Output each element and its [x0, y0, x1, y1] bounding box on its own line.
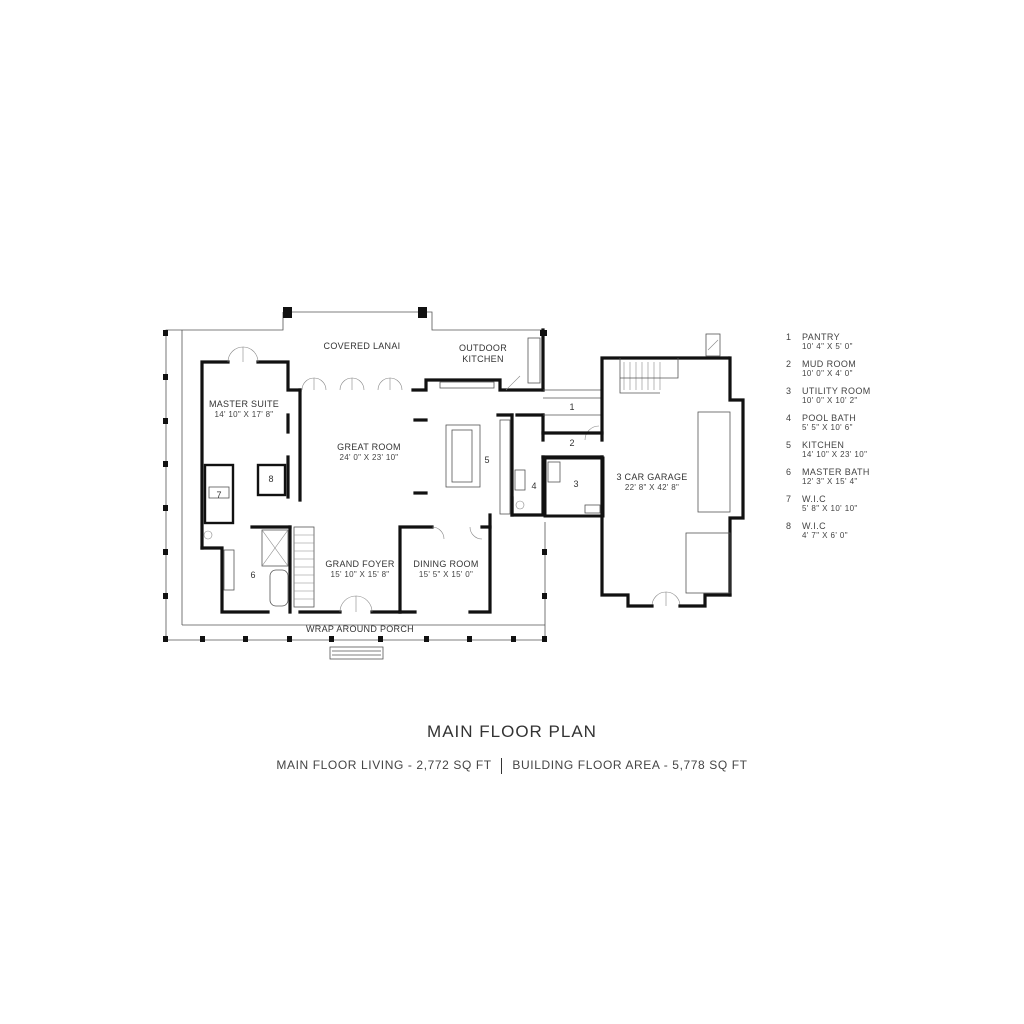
- legend-room-dim: 5' 8" X 10' 10": [802, 504, 858, 513]
- legend-room-dim: 5' 5" X 10' 6": [802, 423, 853, 432]
- living-label: MAIN FLOOR LIVING -: [276, 758, 413, 773]
- bath-fixtures: [203, 469, 526, 607]
- room-legend: 1 PANTRY 10' 4" X 5' 0" 2 MUD ROOM 10' 0…: [786, 332, 896, 548]
- legend-item: 1 PANTRY 10' 4" X 5' 0": [786, 332, 896, 359]
- label-covered-lanai: COVERED LANAI: [324, 341, 401, 351]
- porch-outline: [165, 311, 546, 660]
- legend-item: 4 POOL BATH 5' 5" X 10' 6": [786, 413, 896, 440]
- legend-number: 4: [786, 413, 792, 423]
- plan-number-3: 3: [573, 479, 578, 489]
- dim-grand-foyer: 15' 10" X 15' 8": [331, 570, 390, 579]
- legend-room-name: POOL BATH: [802, 413, 857, 423]
- legend-item: 7 W.I.C 5' 8" X 10' 10": [786, 494, 896, 521]
- legend-item: 5 KITCHEN 14' 10" X 23' 10": [786, 440, 896, 467]
- house-walls: [200, 328, 604, 614]
- dim-great-room: 24' 0" X 23' 10": [340, 453, 399, 462]
- legend-room-name: MUD ROOM: [802, 359, 857, 369]
- legend-room-dim: 4' 7" X 6' 0": [802, 531, 848, 540]
- legend-room-dim: 12' 3" X 15' 4": [802, 477, 858, 486]
- dim-dining-room: 15' 5" X 15' 0": [419, 570, 473, 579]
- legend-room-dim: 14' 10" X 23' 10": [802, 450, 868, 459]
- legend-room-name: PANTRY: [802, 332, 841, 342]
- dim-garage: 22' 8" X 42' 8": [625, 483, 679, 492]
- label-outdoor-kitchen-2: KITCHEN: [462, 354, 504, 364]
- living-unit: SQ FT: [453, 758, 492, 773]
- label-dining-room: DINING ROOM: [413, 559, 478, 569]
- plan-number-1: 1: [569, 402, 574, 412]
- label-garage: 3 CAR GARAGE: [616, 472, 687, 482]
- label-wrap-porch: WRAP AROUND PORCH: [306, 624, 414, 634]
- legend-item: 6 MASTER BATH 12' 3" X 15' 4": [786, 467, 896, 494]
- label-great-room: GREAT ROOM: [337, 442, 401, 452]
- legend-room-name: W.I.C: [802, 521, 826, 531]
- legend-room-dim: 10' 0" X 4' 0": [802, 369, 853, 378]
- living-value: 2,772: [416, 758, 450, 773]
- plan-number-6: 6: [250, 570, 255, 580]
- legend-number: 8: [786, 521, 792, 531]
- legend-number: 1: [786, 332, 792, 342]
- plan-number-2: 2: [569, 438, 574, 448]
- legend-number: 7: [786, 494, 792, 504]
- doors: [227, 346, 681, 613]
- label-grand-foyer: GRAND FOYER: [325, 559, 395, 569]
- stairs: [293, 526, 315, 608]
- plan-number-4: 4: [531, 481, 536, 491]
- plan-number-7: 7: [216, 490, 221, 500]
- plan-title: MAIN FLOOR PLAN: [427, 722, 597, 741]
- room-labels: COVERED LANAI OUTDOOR KITCHEN MASTER SUI…: [209, 341, 687, 634]
- label-master-suite: MASTER SUITE: [209, 399, 279, 409]
- garage-walls: [600, 333, 745, 608]
- label-outdoor-kitchen-1: OUTDOOR: [459, 343, 507, 353]
- plan-number-8: 8: [268, 474, 273, 484]
- legend-number: 2: [786, 359, 792, 369]
- legend-number: 5: [786, 440, 792, 450]
- area-value: 5,778: [672, 758, 706, 773]
- legend-item: 3 UTILITY ROOM 10' 0" X 10' 2": [786, 386, 896, 413]
- area-label: BUILDING FLOOR AREA -: [512, 758, 669, 773]
- legend-number: 6: [786, 467, 792, 477]
- area-unit: SQ FT: [709, 758, 748, 773]
- legend-room-dim: 10' 0" X 10' 2": [802, 396, 858, 405]
- dim-master-suite: 14' 10" X 17' 8": [215, 410, 274, 419]
- legend-room-dim: 10' 4" X 5' 0": [802, 342, 853, 351]
- kitchen-fixtures: [439, 337, 541, 515]
- legend-number: 3: [786, 386, 792, 396]
- legend-item: 8 W.I.C 4' 7" X 6' 0": [786, 521, 896, 548]
- area-summary: MAIN FLOOR LIVING - 2,772 SQ FT BUILDING…: [0, 758, 1024, 774]
- legend-room-name: W.I.C: [802, 494, 826, 504]
- legend-room-name: UTILITY ROOM: [802, 386, 871, 396]
- legend-item: 2 MUD ROOM 10' 0" X 4' 0": [786, 359, 896, 386]
- plan-number-5: 5: [484, 455, 489, 465]
- closets: [203, 463, 287, 525]
- summary-divider: [501, 758, 503, 774]
- legend-room-name: MASTER BATH: [802, 467, 870, 477]
- legend-room-name: KITCHEN: [802, 440, 845, 450]
